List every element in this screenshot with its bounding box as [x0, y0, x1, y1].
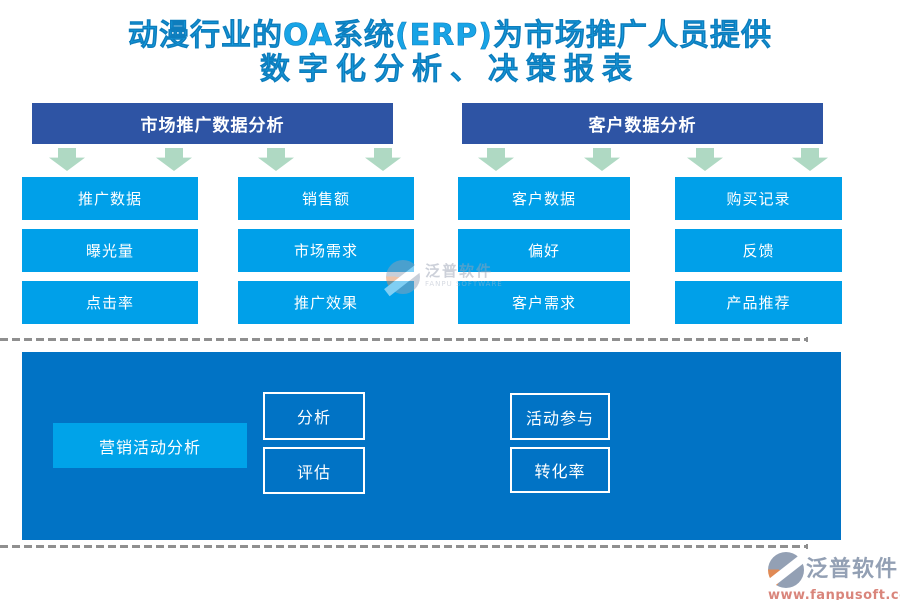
footer-logo-row: 泛普软件	[768, 552, 898, 588]
footer-logo: 泛普软件 www.fanpusoft.com	[768, 552, 900, 600]
campaign-box-analysis: 分析	[263, 392, 365, 440]
page-title: 动漫行业的OA系统(ERP)为市场推广人员提供 数字化分析、决策报表	[0, 18, 900, 87]
brand-name: 泛普软件	[806, 557, 899, 582]
website-link[interactable]: www.fanpusoft.com	[768, 588, 900, 600]
campaign-panel-label: 营销活动分析	[53, 423, 247, 468]
section-header-customer-data: 客户数据分析	[462, 103, 823, 144]
metric-box: 点击率	[22, 281, 198, 324]
section-header-market-promo: 市场推广数据分析	[32, 103, 393, 144]
down-arrow-icon	[365, 148, 401, 171]
down-arrow-icon	[49, 148, 85, 171]
dashed-separator-top	[0, 337, 808, 342]
metric-box: 反馈	[675, 229, 842, 272]
down-arrow-icon	[258, 148, 294, 171]
metric-box: 推广效果	[238, 281, 414, 324]
down-arrow-icon	[687, 148, 723, 171]
campaign-box-evaluation: 评估	[263, 447, 365, 494]
title-line-2: 数字化分析、决策报表	[260, 52, 640, 87]
down-arrow-icon	[584, 148, 620, 171]
down-arrow-icon	[792, 148, 828, 171]
metric-box: 客户数据	[458, 177, 630, 220]
dashed-separator-bottom	[0, 544, 808, 549]
title-line-1: 动漫行业的OA系统(ERP)为市场推广人员提供	[128, 18, 772, 54]
metric-box: 偏好	[458, 229, 630, 272]
metric-box: 市场需求	[238, 229, 414, 272]
metric-box: 推广数据	[22, 177, 198, 220]
metric-box: 产品推荐	[675, 281, 842, 324]
campaign-panel: 营销活动分析 分析 评估 活动参与 转化率	[22, 352, 841, 540]
metric-box: 客户需求	[458, 281, 630, 324]
fanpu-logo-icon	[768, 552, 804, 588]
campaign-box-participation: 活动参与	[510, 393, 610, 440]
metric-box: 销售额	[238, 177, 414, 220]
down-arrow-icon	[156, 148, 192, 171]
down-arrow-icon	[478, 148, 514, 171]
metric-box: 购买记录	[675, 177, 842, 220]
metric-box: 曝光量	[22, 229, 198, 272]
campaign-box-conversion-rate: 转化率	[510, 447, 610, 493]
